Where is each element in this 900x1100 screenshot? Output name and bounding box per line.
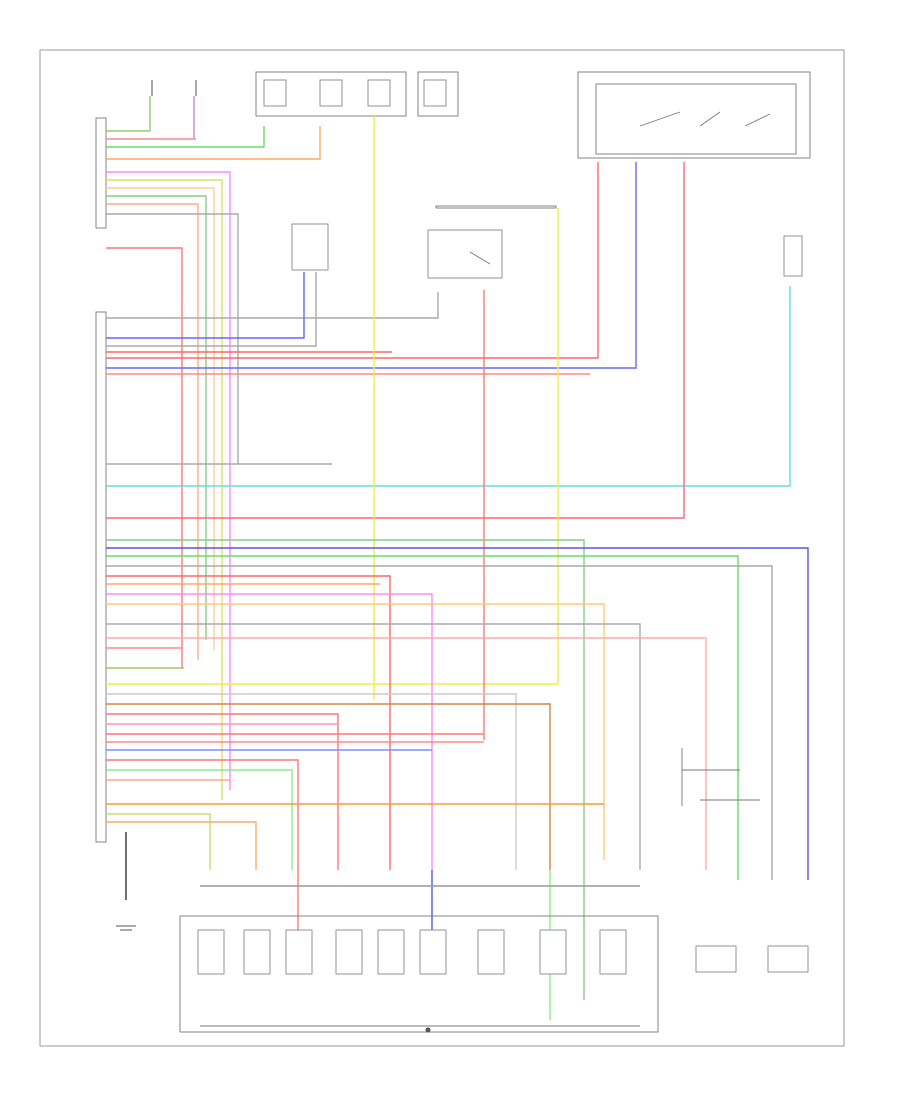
top-connectors <box>151 80 197 96</box>
relay-block <box>427 229 503 279</box>
solenoid-assembly-frame <box>179 915 659 1033</box>
ground-dot <box>425 1027 431 1033</box>
fuse-box-group <box>255 71 811 159</box>
mainshaft-sensor <box>767 945 809 973</box>
diagram-frame <box>39 49 845 1047</box>
countershaft-sensor <box>695 945 737 973</box>
tcm-pin-column <box>95 117 107 843</box>
solenoid-boxes <box>197 929 627 975</box>
lower-harness <box>106 539 809 1000</box>
right-ground-block <box>783 235 803 277</box>
shift-switch-group <box>681 748 760 806</box>
bottom-ground <box>116 925 136 931</box>
neutral-switch-block <box>291 223 329 271</box>
mid-harness <box>106 162 791 519</box>
